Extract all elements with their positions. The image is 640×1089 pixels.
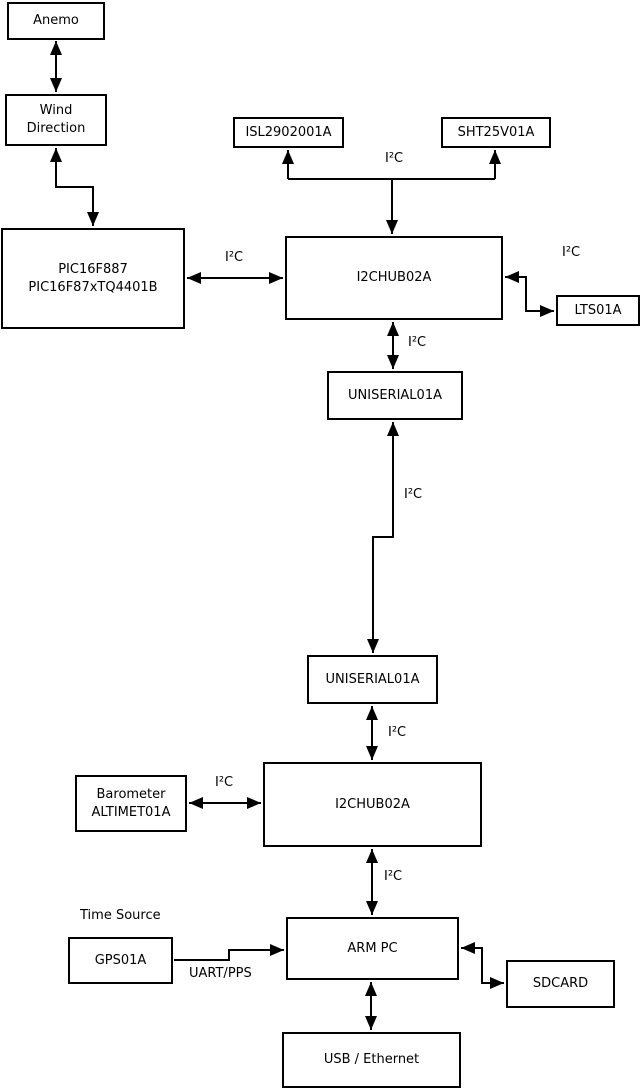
connector-hubtop-lts xyxy=(505,271,554,317)
box-anemo: Anemo xyxy=(7,2,105,40)
bus-label-i2c-hub-armpc: I²C xyxy=(384,869,403,884)
box-gps01a: GPS01A xyxy=(68,937,173,984)
box-lts01a: LTS01A xyxy=(556,295,640,326)
box-usb-ethernet: USB / Ethernet xyxy=(282,1032,461,1088)
box-i2chub02a-bottom: I2CHUB02A xyxy=(263,762,482,847)
box-uniserial01a-top: UNISERIAL01A xyxy=(327,371,463,420)
bus-label-i2c-uniserial-hub: I²C xyxy=(388,725,407,740)
bus-label-i2c-lts: I²C xyxy=(562,245,581,260)
bus-label-i2c-hub-uniserial: I²C xyxy=(408,335,427,350)
box-pic16f887: PIC16F887 PIC16F87xTQ4401B xyxy=(1,228,185,329)
box-isl2902001a: ISL2902001A xyxy=(233,117,344,148)
bus-label-i2c-pic: I²C xyxy=(225,250,244,265)
connector-armpc-sdcard xyxy=(461,942,504,989)
bus-label-i2c-backbone: I²C xyxy=(404,487,423,502)
box-sdcard: SDCARD xyxy=(506,960,615,1008)
box-arm-pc: ARM PC xyxy=(286,917,459,980)
box-i2chub02a-top: I2CHUB02A xyxy=(285,236,503,320)
box-sht25v01a: SHT25V01A xyxy=(441,117,551,148)
connector-wind-pic xyxy=(50,148,99,226)
box-barometer-altimet01a: Barometer ALTIMET01A xyxy=(75,775,187,832)
label-uart-pps: UART/PPS xyxy=(189,966,252,981)
box-uniserial01a-bottom: UNISERIAL01A xyxy=(307,655,438,704)
box-wind-direction: Wind Direction xyxy=(5,94,107,146)
label-time-source: Time Source xyxy=(80,908,161,923)
bus-label-i2c-sensors: I²C xyxy=(385,151,404,166)
connector-uniserial-backbone xyxy=(367,422,399,653)
connector-gps-armpc xyxy=(174,944,284,961)
bus-label-i2c-barometer: I²C xyxy=(215,775,234,790)
